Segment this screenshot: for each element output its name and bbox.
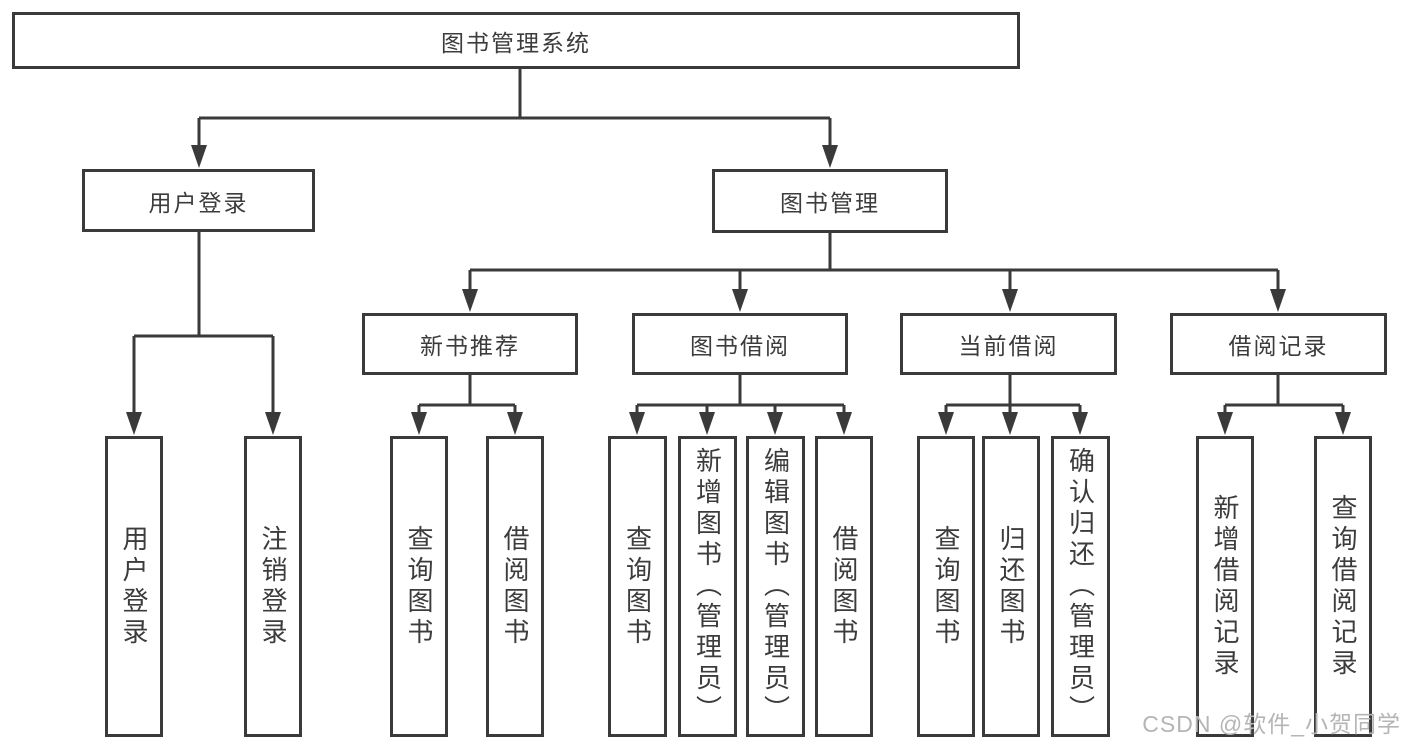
leaf-query-books-2: 查询图书 [608,436,667,737]
node-book-borrow: 图书借阅 [632,313,848,375]
leaf-borrow-books-2-label: 借阅图书 [829,524,859,649]
node-current-borrow: 当前借阅 [900,313,1117,375]
leaf-confirm-return-admin: 确认归还（管理员） [1051,436,1110,737]
watermark: CSDN @软件_小贺同学 [1142,711,1401,737]
leaf-logout: 注销登录 [244,436,302,737]
node-borrow-records: 借阅记录 [1170,313,1387,375]
leaf-return-books: 归还图书 [982,436,1040,737]
leaf-query-books-3-label: 查询图书 [931,524,961,649]
leaf-query-books-1-label: 查询图书 [404,524,434,649]
leaf-add-book-admin-label: 新增图书（管理员） [692,447,723,726]
leaf-query-borrow-record: 查询借阅记录 [1314,436,1372,737]
leaf-logout-label: 注销登录 [258,524,288,649]
leaf-user-login: 用户登录 [105,436,163,737]
node-user-login: 用户登录 [82,169,315,232]
leaf-query-borrow-record-label: 查询借阅记录 [1328,493,1358,680]
leaf-edit-book-admin-label: 编辑图书（管理员） [760,447,791,726]
leaf-edit-book-admin: 编辑图书（管理员） [746,436,805,737]
leaf-add-borrow-record: 新增借阅记录 [1196,436,1254,737]
node-root: 图书管理系统 [12,12,1020,69]
node-book-mgmt: 图书管理 [712,169,948,233]
leaf-borrow-books-2: 借阅图书 [815,436,873,737]
node-new-book-recommend: 新书推荐 [362,313,578,375]
leaf-user-login-label: 用户登录 [119,524,149,649]
leaf-add-book-admin: 新增图书（管理员） [678,436,737,737]
leaf-query-books-3: 查询图书 [917,436,975,737]
leaf-borrow-books-1-label: 借阅图书 [500,524,530,649]
leaf-query-books-2-label: 查询图书 [622,524,653,649]
leaf-confirm-return-admin-label: 确认归还（管理员） [1065,447,1096,726]
leaf-add-borrow-record-label: 新增借阅记录 [1210,493,1240,680]
leaf-return-books-label: 归还图书 [996,524,1026,649]
leaf-borrow-books-1: 借阅图书 [486,436,544,737]
leaf-query-books-1: 查询图书 [390,436,448,737]
